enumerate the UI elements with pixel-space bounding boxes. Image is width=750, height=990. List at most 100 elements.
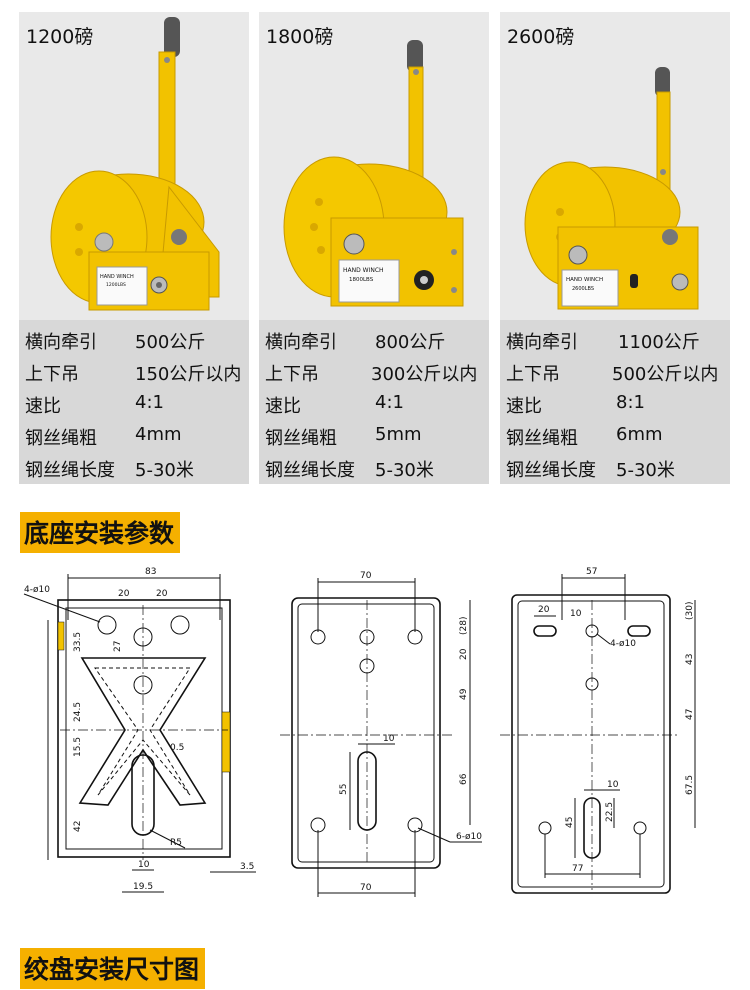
dim-43: 43 (685, 654, 695, 665)
dim-27: 27 (113, 641, 123, 652)
spec-key: 钢丝绳粗 (506, 428, 578, 449)
dim-holes: 4-ø10 (24, 585, 50, 595)
spec-row: 速比 4:1 (19, 392, 249, 422)
spec-value: 5-30米 (135, 460, 194, 481)
capacity-label: 1800磅 (266, 26, 334, 48)
spec-key: 钢丝绳长度 (506, 460, 596, 481)
dim-width: 83 (145, 567, 156, 577)
dim-offset: 19.5 (133, 882, 153, 892)
spec-row: 上下吊 500公斤以内 (500, 360, 730, 390)
product-card-2600: HAND WINCH 2600LBS 2600磅 横向牵引 1100公斤 上下吊 5… (500, 12, 730, 484)
spec-key: 钢丝绳长度 (25, 460, 115, 481)
spec-value: 150公斤以内 (135, 364, 242, 385)
plate-model-2600: 2600LBS (572, 286, 594, 292)
spec-key: 上下吊 (25, 364, 79, 385)
spec-value: 500公斤 (135, 332, 206, 353)
plate-title-2600: HAND WINCH (566, 277, 603, 283)
dim-slot-width: 10 (138, 860, 150, 870)
dim-30: (30) (685, 602, 695, 620)
spec-row: 速比 4:1 (259, 392, 489, 422)
spec-row: 上下吊 150公斤以内 (19, 360, 249, 390)
winch-illustration: HAND WINCH 2600LBS (524, 67, 699, 310)
section-title-drum: 绞盘安装尺寸图 (20, 948, 206, 989)
spec-value: 5mm (375, 424, 422, 445)
dim-slot-length: 45 (565, 817, 575, 828)
dim-slot-width: 10 (607, 780, 619, 790)
spec-row: 横向牵引 500公斤 (19, 328, 249, 358)
spec-value: 4:1 (135, 392, 164, 413)
winch-photo-1800: HAND WINCH 1800LBS 1800磅 (259, 12, 489, 320)
spec-key: 钢丝绳长度 (265, 460, 355, 481)
spec-key: 上下吊 (506, 364, 560, 385)
spec-value: 4:1 (375, 392, 404, 413)
spec-row: 钢丝绳粗 4mm (19, 424, 249, 454)
dim-49: 49 (459, 688, 469, 700)
dim-20: 20 (459, 648, 469, 660)
spec-key: 速比 (25, 396, 61, 417)
spec-row: 钢丝绳长度 5-30米 (500, 456, 730, 486)
dim-bottom: 77 (572, 864, 583, 874)
spec-key: 横向牵引 (506, 332, 578, 353)
winch-illustration: HAND WINCH 1800LBS (283, 40, 464, 307)
drawing-base-1200: 83 20 20 4-ø10 33.5 27 24.5 15.5 42 0.5 … (23, 567, 256, 893)
spec-value: 300公斤以内 (371, 364, 478, 385)
capacity-label: 2600磅 (507, 26, 575, 48)
dim-bottom: 70 (360, 883, 372, 893)
spec-value: 4mm (135, 424, 182, 445)
spec-row: 上下吊 300公斤以内 (259, 360, 489, 390)
product-card-1800: HAND WINCH 1800LBS 1800磅 横向牵引 800公斤 上下吊 30… (259, 12, 489, 484)
plate-model-1800: 1800LBS (349, 277, 374, 283)
spec-value: 6mm (616, 424, 663, 445)
section-title-base: 底座安装参数 (20, 512, 181, 553)
spec-value: 800公斤 (375, 332, 446, 353)
dim-0-5: 0.5 (170, 743, 184, 753)
dim-67-5: 67.5 (685, 775, 695, 795)
plate-title-1200: HAND WINCH (100, 274, 134, 280)
spec-row: 横向牵引 1100公斤 (500, 328, 730, 358)
dim-15-5: 15.5 (73, 737, 83, 757)
spec-key: 上下吊 (265, 364, 319, 385)
spec-row: 钢丝绳粗 5mm (259, 424, 489, 454)
product-card-1200: HAND WINCH 1200LBS 1200磅 横向牵引 500公斤 上下吊 15… (19, 12, 249, 484)
dim-33-5: 33.5 (73, 632, 83, 652)
dim-top: 70 (360, 571, 372, 581)
dim-slot-length: 55 (339, 784, 349, 795)
drawing-base-1800: 70 (28) 20 49 66 55 10 6-ø10 70 (280, 571, 482, 897)
dim-47: 47 (685, 709, 695, 720)
capacity-label: 1200磅 (26, 26, 94, 48)
spec-row: 钢丝绳长度 5-30米 (19, 456, 249, 486)
dim-slot-width: 10 (383, 734, 395, 744)
winch-photo-1200: HAND WINCH 1200LBS 1200磅 (19, 12, 249, 320)
dim-holes: 4-ø10 (610, 639, 636, 649)
dim-28: (28) (459, 617, 469, 635)
spec-row: 速比 8:1 (500, 392, 730, 422)
dim-66: 66 (459, 773, 469, 785)
spec-value: 5-30米 (375, 460, 434, 481)
dim-thickness: 3.5 (240, 862, 254, 872)
spec-key: 速比 (506, 396, 542, 417)
spec-key: 横向牵引 (265, 332, 337, 353)
dim-top: 57 (586, 567, 597, 577)
spec-value: 1100公斤 (618, 332, 700, 353)
dim-pitch-a: 20 (118, 589, 130, 599)
base-drawings: 83 20 20 4-ø10 33.5 27 24.5 15.5 42 0.5 … (23, 567, 696, 897)
spec-row: 横向牵引 800公斤 (259, 328, 489, 358)
plate-title-1800: HAND WINCH (343, 267, 384, 274)
spec-key: 横向牵引 (25, 332, 97, 353)
dim-22-5: 22.5 (605, 802, 615, 822)
spec-key: 速比 (265, 396, 301, 417)
spec-value: 5-30米 (616, 460, 675, 481)
dim-pitch-b: 20 (156, 589, 168, 599)
plate-model-1200: 1200LBS (106, 282, 126, 288)
dim-24-5: 24.5 (73, 702, 83, 722)
spec-row: 钢丝绳长度 5-30米 (259, 456, 489, 486)
dim-10: 10 (570, 609, 582, 619)
spec-key: 钢丝绳粗 (25, 428, 97, 449)
spec-key: 钢丝绳粗 (265, 428, 337, 449)
winch-photo-2600: HAND WINCH 2600LBS 2600磅 (500, 12, 730, 320)
dim-42: 42 (73, 821, 83, 832)
drawing-base-2600: 57 20 10 4-ø10 (30) 43 47 67.5 10 45 22.… (500, 567, 696, 894)
spec-value: 500公斤以内 (612, 364, 719, 385)
dim-holes: 6-ø10 (456, 832, 482, 842)
spec-value: 8:1 (616, 392, 645, 413)
